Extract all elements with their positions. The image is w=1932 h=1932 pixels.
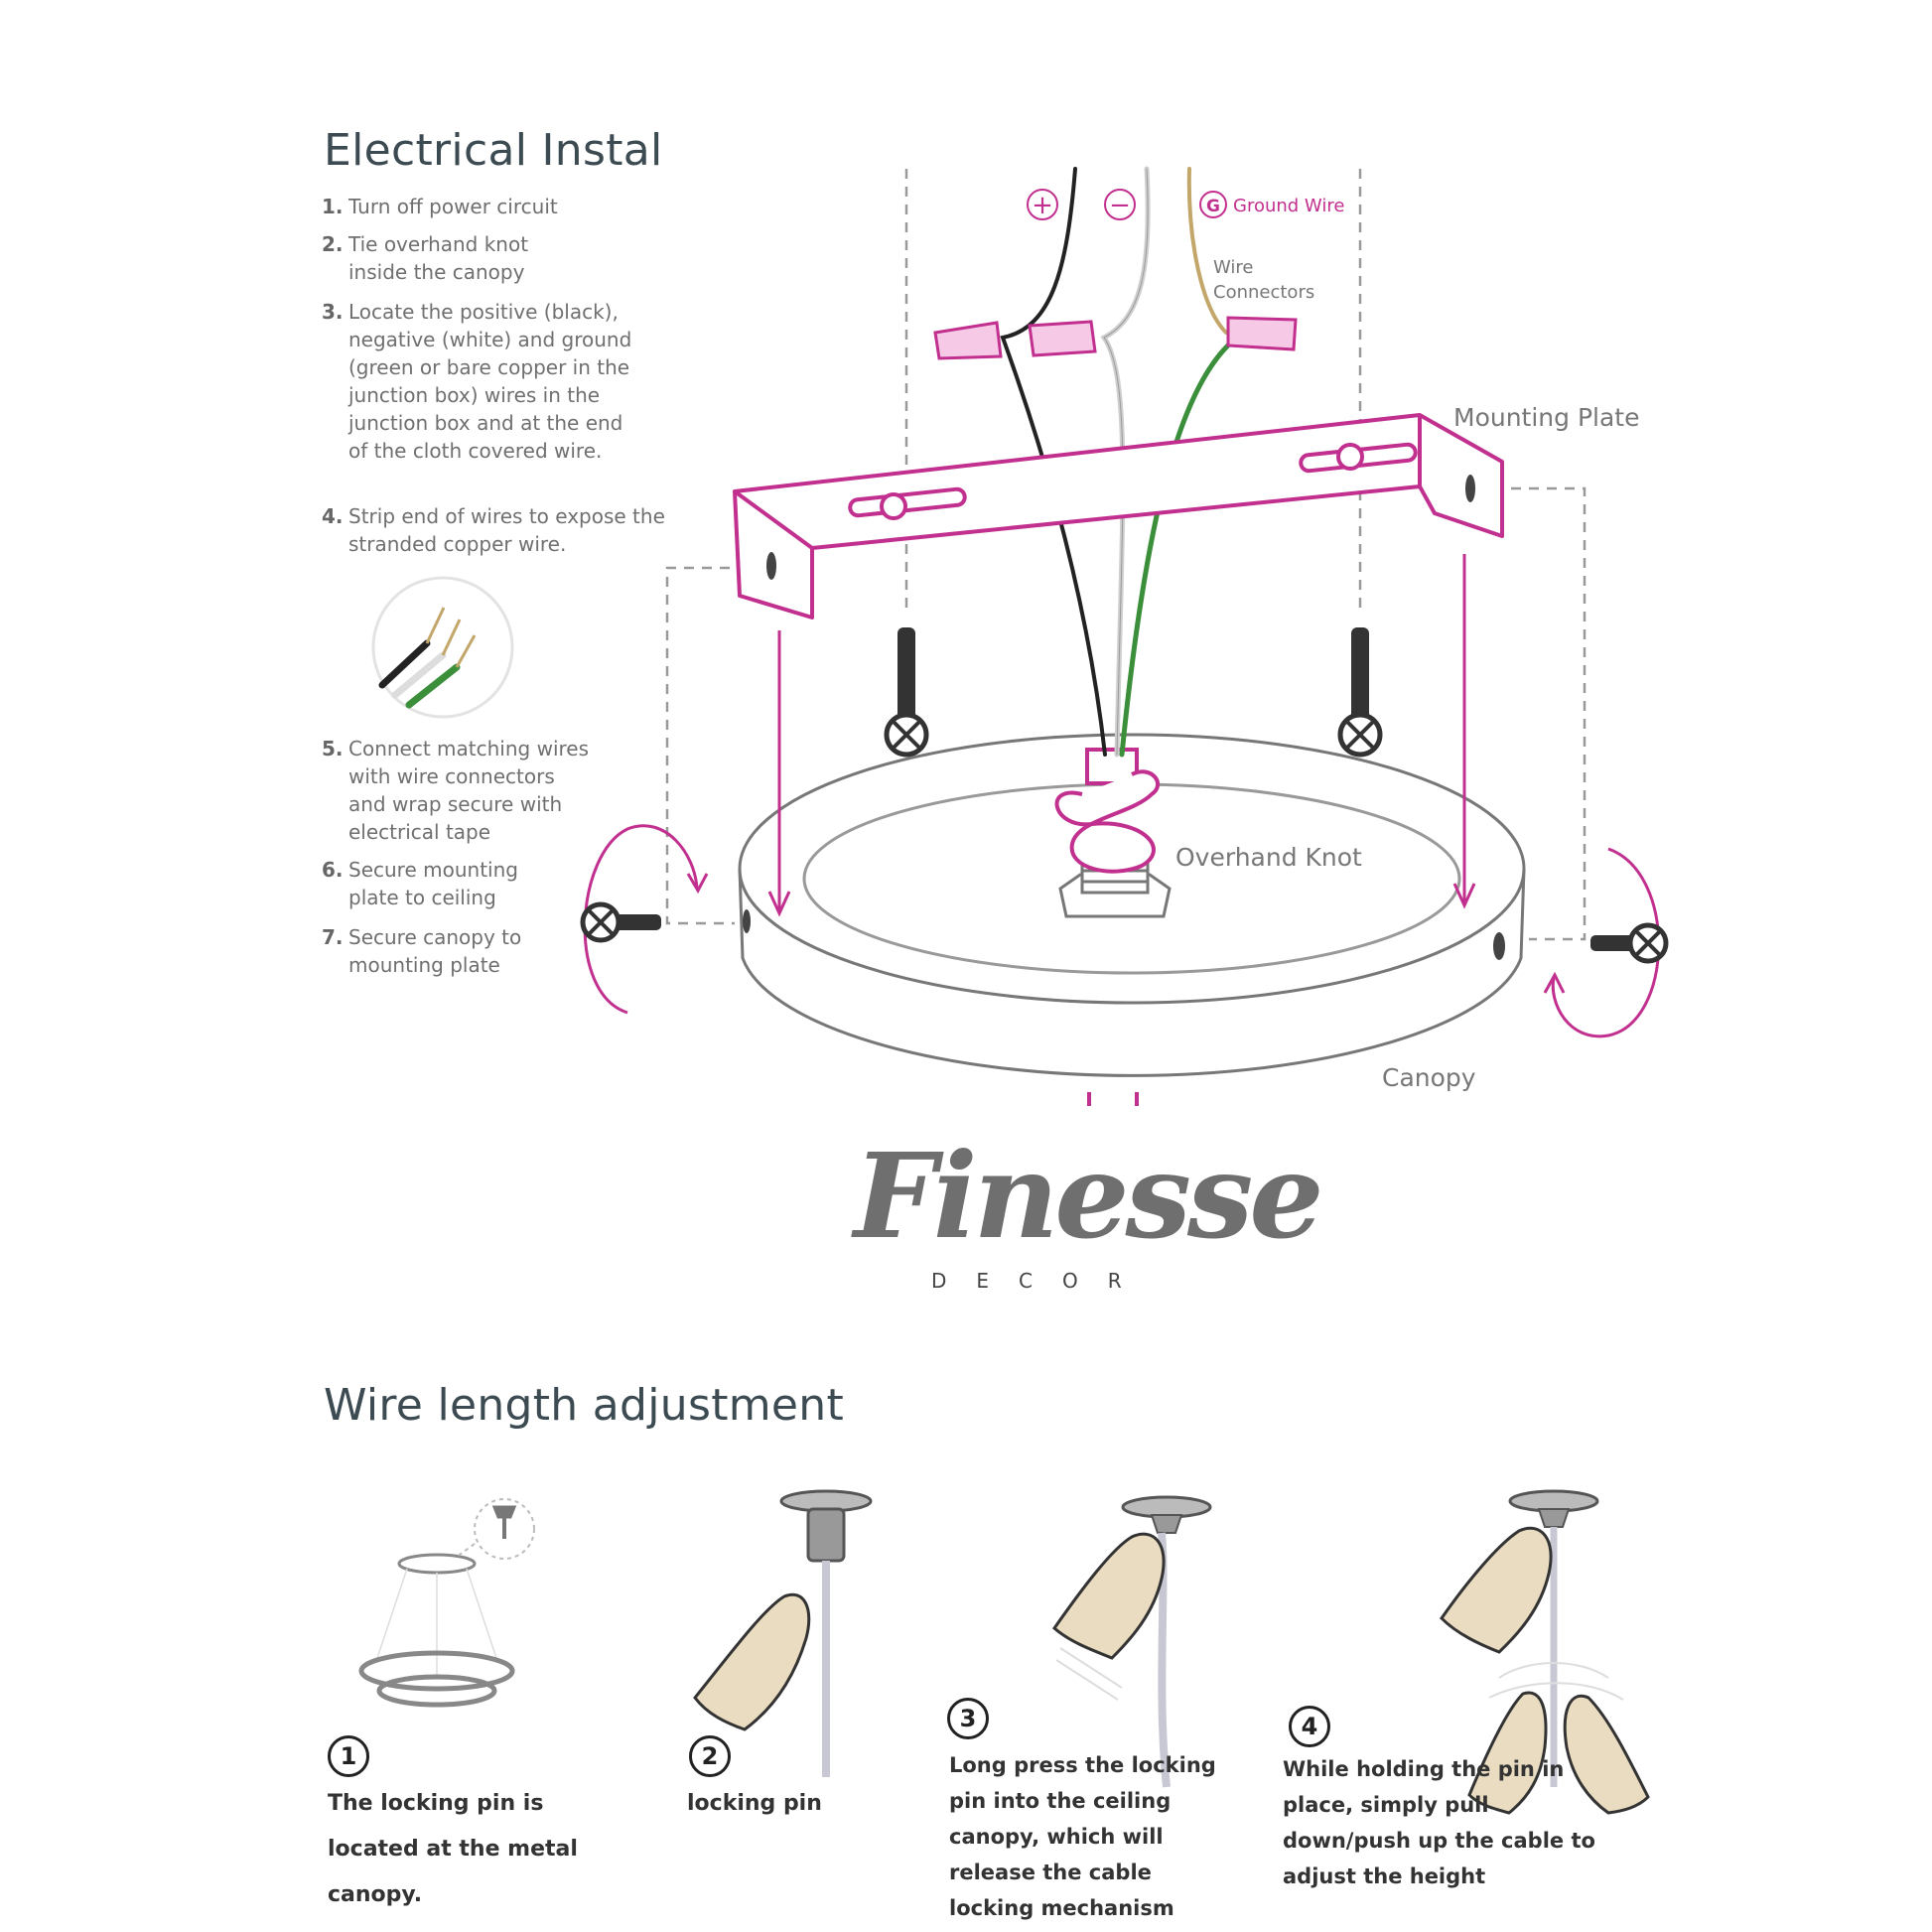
wire-connectors [933, 316, 1298, 360]
step-text: Strip end of wires to expose the strande… [348, 504, 665, 556]
label-ground-wire: Ground Wire [1233, 196, 1344, 216]
locking-pin-illustration [693, 1489, 873, 1777]
step-item: 7.Secure canopy to mounting plate [322, 923, 567, 979]
label-mounting-plate: Mounting Plate [1453, 403, 1640, 432]
press-pin-illustration [1051, 1495, 1212, 1788]
step-text: Turn off power circuit [348, 195, 558, 218]
chandelier-illustration [358, 1498, 535, 1708]
label-wire-connectors-2: Connectors [1213, 282, 1314, 303]
step-number: 2. [322, 232, 344, 256]
step-item: 2.Tie overhand knot inside the canopy [322, 230, 557, 286]
section-title-wire-length: Wire length adjustment [324, 1380, 845, 1431]
logo-wordmark: Finesse [854, 1127, 1323, 1265]
mounting-plate [733, 413, 1504, 620]
overhand-knot [1054, 748, 1160, 874]
polarity-badges: + − G [1027, 189, 1227, 220]
wire-step-caption: The locking pin is located at the metal … [328, 1791, 578, 1907]
step-text: Tie overhand knot inside the canopy [348, 232, 529, 284]
step-item: 1.Turn off power circuit [322, 193, 666, 220]
step-number: 6. [322, 858, 344, 882]
label-overhand-knot: Overhand Knot [1175, 843, 1362, 872]
wire-step-caption: Long press the locking pin into the ceil… [949, 1753, 1216, 1920]
magenta-arrows [583, 554, 1661, 1038]
wire-step-caption: locking pin [687, 1791, 822, 1816]
section-title-electrical: Electrical Instal [324, 125, 663, 176]
logo-subtitle: DECOR [931, 1269, 1152, 1293]
step-item: 3.Locate the positive (black), negative … [322, 298, 646, 465]
step-number-badge: 1 [328, 1735, 369, 1777]
brand-logo: Finesse DECOR [854, 1122, 1323, 1311]
step-text: Connect matching wires with wire connect… [348, 737, 590, 844]
step-number: 5. [322, 737, 344, 760]
step-item: 5.Connect matching wires with wire conne… [322, 735, 597, 846]
step-number: 7. [322, 925, 344, 949]
label-canopy: Canopy [1382, 1063, 1476, 1092]
screws [580, 627, 1669, 964]
step-number-badge: 2 [689, 1735, 731, 1777]
step-number: 1. [322, 195, 344, 218]
canopy-illustration [738, 733, 1526, 1106]
step-item: 6.Secure mounting plate to ceiling [322, 856, 567, 911]
step-text: Secure canopy to mounting plate [348, 925, 522, 977]
wire-step-caption: While holding the pin in place, simply p… [1283, 1757, 1595, 1888]
plus-icon: + [1032, 191, 1053, 220]
step-number-badge: 3 [947, 1698, 989, 1739]
step-item: 4.Strip end of wires to expose the stran… [322, 502, 666, 558]
dashed-guides [665, 169, 1587, 941]
step-number-badge: 4 [1289, 1706, 1330, 1747]
stripped-wire-illustration [371, 576, 514, 719]
label-wire-connectors-1: Wire [1213, 257, 1253, 278]
minus-icon: − [1109, 191, 1131, 220]
step-text: Secure mounting plate to ceiling [348, 858, 518, 909]
step-text: Locate the positive (black), negative (w… [348, 300, 632, 463]
step-number: 3. [322, 300, 344, 324]
step-number: 4. [322, 504, 344, 528]
adjust-cable-illustration [1440, 1489, 1650, 1815]
ground-badge: G [1206, 197, 1220, 216]
